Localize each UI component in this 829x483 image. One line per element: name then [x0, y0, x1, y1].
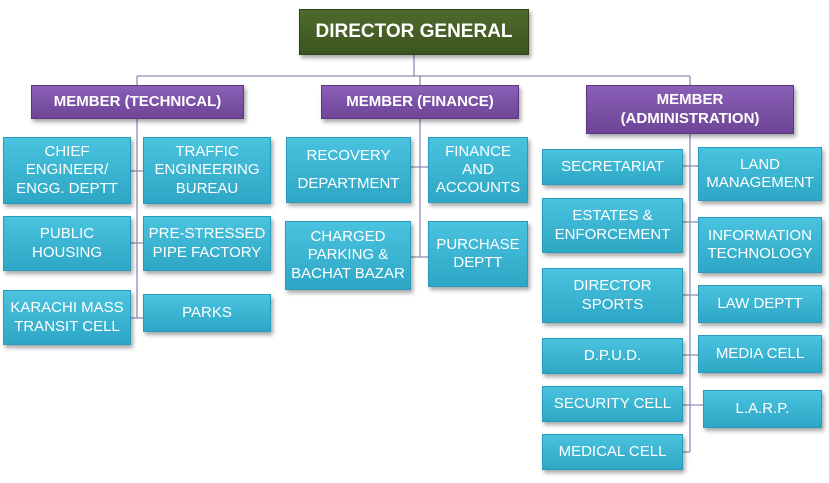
information-technology-box: INFORMATION TECHNOLOGY: [698, 217, 822, 273]
information-technology-label: INFORMATION TECHNOLOGY: [707, 226, 813, 262]
estates-enforcement-label: ESTATES & ENFORCEMENT: [554, 207, 671, 243]
director-general-label: DIRECTOR GENERAL: [315, 21, 513, 43]
chief-engineer-label: CHIEF ENGINEER/ ENGG. DEPTT: [16, 143, 118, 197]
security-cell-label: SECURITY CELL: [553, 394, 672, 412]
finance-accounts-box: FINANCE AND ACCOUNTS: [428, 137, 528, 203]
chief-engineer-box: CHIEF ENGINEER/ ENGG. DEPTT: [3, 137, 131, 204]
public-housing-label: PUBLIC HOUSING: [31, 225, 102, 261]
dpud-label: D.P.U.D.: [583, 346, 642, 364]
finance-accounts-label: FINANCE AND ACCOUNTS: [435, 142, 521, 197]
recovery-department-label: RECOVERY DEPARTMENT: [297, 146, 400, 193]
purchase-deptt-label: PURCHASE DEPTT: [436, 235, 520, 271]
land-management-box: LAND MANAGEMENT: [698, 147, 822, 201]
member-finance-label: MEMBER (FINANCE): [346, 92, 494, 110]
charged-parking-label: CHARGED PARKING & BACHAT BAZAR: [291, 228, 405, 282]
larp-box: L.A.R.P.: [703, 390, 822, 428]
security-cell-box: SECURITY CELL: [542, 386, 683, 422]
purchase-deptt-box: PURCHASE DEPTT: [428, 221, 528, 287]
law-deptt-label: LAW DEPTT: [717, 294, 803, 312]
media-cell-label: MEDIA CELL: [715, 344, 805, 362]
member-administration-label: MEMBER (ADMINISTRATION): [620, 91, 760, 127]
pre-stressed-pipe-factory-box: PRE-STRESSED PIPE FACTORY: [143, 216, 271, 271]
estates-enforcement-box: ESTATES & ENFORCEMENT: [542, 198, 683, 253]
traffic-engineering-label: TRAFFIC ENGINEERING BUREAU: [154, 143, 260, 197]
charged-parking-box: CHARGED PARKING & BACHAT BAZAR: [285, 221, 411, 290]
member-technical-box: MEMBER (TECHNICAL): [31, 85, 244, 119]
law-deptt-box: LAW DEPTT: [698, 285, 822, 323]
secretariat-box: SECRETARIAT: [542, 149, 683, 185]
larp-label: L.A.R.P.: [735, 399, 790, 417]
dpud-box: D.P.U.D.: [542, 338, 683, 374]
media-cell-box: MEDIA CELL: [698, 335, 822, 373]
medical-cell-box: MEDICAL CELL: [542, 434, 683, 470]
karachi-mass-transit-label: KARACHI MASS TRANSIT CELL: [10, 299, 124, 335]
traffic-engineering-box: TRAFFIC ENGINEERING BUREAU: [143, 137, 271, 204]
medical-cell-label: MEDICAL CELL: [558, 442, 667, 460]
parks-label: PARKS: [182, 303, 232, 321]
recovery-department-box: RECOVERY DEPARTMENT: [286, 137, 411, 203]
member-finance-box: MEMBER (FINANCE): [321, 85, 519, 119]
director-sports-box: DIRECTOR SPORTS: [542, 268, 683, 323]
director-general-box: DIRECTOR GENERAL: [299, 9, 529, 55]
public-housing-box: PUBLIC HOUSING: [3, 216, 131, 271]
director-sports-label: DIRECTOR SPORTS: [573, 277, 652, 313]
member-administration-box: MEMBER (ADMINISTRATION): [586, 85, 794, 134]
parks-box: PARKS: [143, 294, 271, 332]
member-technical-label: MEMBER (TECHNICAL): [53, 92, 222, 110]
secretariat-label: SECRETARIAT: [561, 157, 664, 175]
pre-stressed-pipe-factory-label: PRE-STRESSED PIPE FACTORY: [148, 225, 266, 261]
karachi-mass-transit-box: KARACHI MASS TRANSIT CELL: [3, 290, 131, 345]
land-management-label: LAND MANAGEMENT: [706, 155, 814, 191]
